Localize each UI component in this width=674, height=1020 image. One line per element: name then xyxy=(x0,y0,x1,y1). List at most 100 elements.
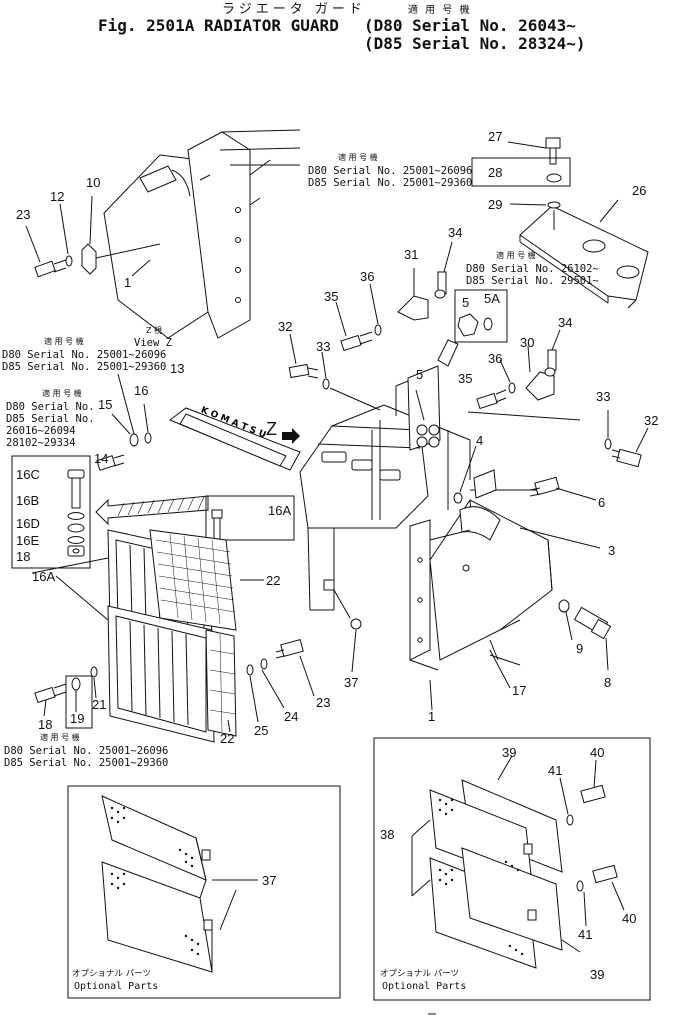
callout-24: 25 xyxy=(254,723,269,738)
part-12-13-14 xyxy=(96,373,152,471)
note-19-japanese: 適 用 号 機 xyxy=(40,733,80,742)
callout-40-lower: 40 xyxy=(622,911,637,926)
callout-29: 30 xyxy=(520,335,535,350)
callout-33-upper: 34 xyxy=(448,225,463,240)
optional-parts-japanese-right: オプショナル パーツ xyxy=(380,969,460,979)
z-arrow xyxy=(282,428,300,444)
callout-16: 16A xyxy=(268,503,292,518)
part-11-nameplate: K O M A T S U xyxy=(169,405,301,471)
part-6-7 xyxy=(558,599,612,671)
part-22-23-24 xyxy=(246,639,315,723)
note-view-line-1: D80 Serial No. 25001~26096 xyxy=(2,349,167,361)
callout-5-lower: 5 xyxy=(416,367,424,382)
view-z-japanese: Z 視 xyxy=(146,326,163,335)
main-frame xyxy=(299,375,581,671)
callout-16e: 18 xyxy=(16,549,31,564)
callout-32-left: 33 xyxy=(316,339,331,354)
callout-16b: 16C xyxy=(16,467,40,482)
callout-35-lower: 36 xyxy=(488,351,503,366)
note-view-japanese: 適 用 号 機 xyxy=(44,337,84,346)
part-3-4 xyxy=(453,445,597,504)
callout-18: 18 xyxy=(38,717,53,732)
part-18-19-20 xyxy=(34,666,98,729)
callout-11: 13 xyxy=(170,361,185,376)
callout-28: 29 xyxy=(488,197,503,212)
callout-31-right: 32 xyxy=(644,413,659,428)
callout-35-upper: 36 xyxy=(360,269,375,284)
part-21-mesh xyxy=(149,529,264,737)
note-13-line-1: D80 Serial No. xyxy=(6,401,95,413)
callout-16d: 16E xyxy=(16,533,40,548)
callout-26: 27 xyxy=(488,129,503,144)
optional-parts-label-left: Optional Parts xyxy=(74,981,159,992)
serial-d80-header: (D80 Serial No. 26043~ xyxy=(364,16,576,35)
optional-parts-label-right: Optional Parts xyxy=(382,981,467,992)
callout-38: 38 xyxy=(380,827,395,842)
callout-33-lower: 34 xyxy=(558,315,573,330)
callout-36: 37 xyxy=(344,675,359,690)
title-japanese: ラジエータ ガード xyxy=(222,2,366,17)
callout-12: 14 xyxy=(94,451,109,466)
frame-detail-top xyxy=(103,129,301,339)
callout-32-right: 33 xyxy=(596,389,611,404)
callout-16a: 16B xyxy=(16,493,40,508)
callout-39-upper: 39 xyxy=(502,745,517,760)
note-5-line-2: D85 Serial No. 29501~ xyxy=(466,275,599,287)
part-29-33-right xyxy=(476,329,561,410)
callout-6: 8 xyxy=(604,675,612,690)
figure-title: Fig. 2501A RADIATOR GUARD xyxy=(98,16,339,35)
note-5-japanese: 適 用 号 機 xyxy=(496,251,536,260)
callout-31-left: 32 xyxy=(278,319,293,334)
callout-9: 23 xyxy=(16,207,31,222)
optional-box-38-41 xyxy=(373,737,651,1001)
callout-27: 28 xyxy=(488,165,503,180)
callout-15: 16A xyxy=(32,569,56,584)
callout-20: 21 xyxy=(92,697,107,712)
callout-30: 31 xyxy=(404,247,419,262)
callout-1-top: 1 xyxy=(124,275,132,290)
note-19-line-2: D85 Serial No. 25001~29360 xyxy=(4,757,169,769)
note-13-line-4: 28102~29334 xyxy=(6,437,76,449)
view-z-label: View Z xyxy=(134,337,172,349)
callout-41-upper: 41 xyxy=(548,763,563,778)
serial-d85-header: (D85 Serial No. 28324~) xyxy=(364,34,586,53)
hatched-arrow xyxy=(95,495,209,526)
callout-2: 3 xyxy=(608,543,616,558)
callout-17: 17 xyxy=(512,683,527,698)
callout-13: 15 xyxy=(98,397,113,412)
callout-25: 26 xyxy=(632,183,647,198)
note-27-line-2: D85 Serial No. 25001~29360 xyxy=(308,177,473,189)
note-13-line-3: 26016~26094 xyxy=(6,425,76,437)
callout-5-upper: 5 xyxy=(462,295,470,310)
callout-21-upper: 22 xyxy=(266,573,281,588)
callout-34-upper: 35 xyxy=(324,289,339,304)
part-30-33-5 xyxy=(397,241,508,451)
part-25-cover xyxy=(471,137,649,309)
callout-10: 12 xyxy=(50,189,65,204)
callout-34-lower: 35 xyxy=(458,371,473,386)
optional-box-37 xyxy=(67,785,341,999)
optional-parts-japanese-left: オプショナル パーツ xyxy=(72,969,152,979)
part-31-36-left xyxy=(288,283,382,673)
callout-22: 23 xyxy=(316,695,331,710)
note-19-line-1: D80 Serial No. 25001~26096 xyxy=(4,745,169,757)
callout-7: 9 xyxy=(576,641,584,656)
callout-4: 6 xyxy=(598,495,606,510)
note-5-line-1: D80 Serial No. 26102~ xyxy=(466,263,599,275)
note-13-line-2: D85 Serial No. xyxy=(6,413,95,425)
callout-37: 37 xyxy=(262,873,277,888)
callout-39-lower: 39 xyxy=(590,967,605,982)
callout-23: 24 xyxy=(284,709,299,724)
applicability-japanese: 適 用 号 機 xyxy=(408,5,472,16)
callout-8: 10 xyxy=(86,175,101,190)
part-8-9-10 xyxy=(25,195,161,278)
leaders-1-2-17 xyxy=(429,527,601,711)
part-31-32-right xyxy=(604,410,649,468)
z-direction-label: Z xyxy=(266,419,277,439)
callout-41-lower: 41 xyxy=(578,927,593,942)
callout-19: 19 xyxy=(70,711,85,726)
note-27-line-1: D80 Serial No. 25001~26096 xyxy=(308,165,473,177)
callout-21-lower: 22 xyxy=(220,731,235,746)
note-27-japanese: 適 用 号 機 xyxy=(338,153,378,162)
